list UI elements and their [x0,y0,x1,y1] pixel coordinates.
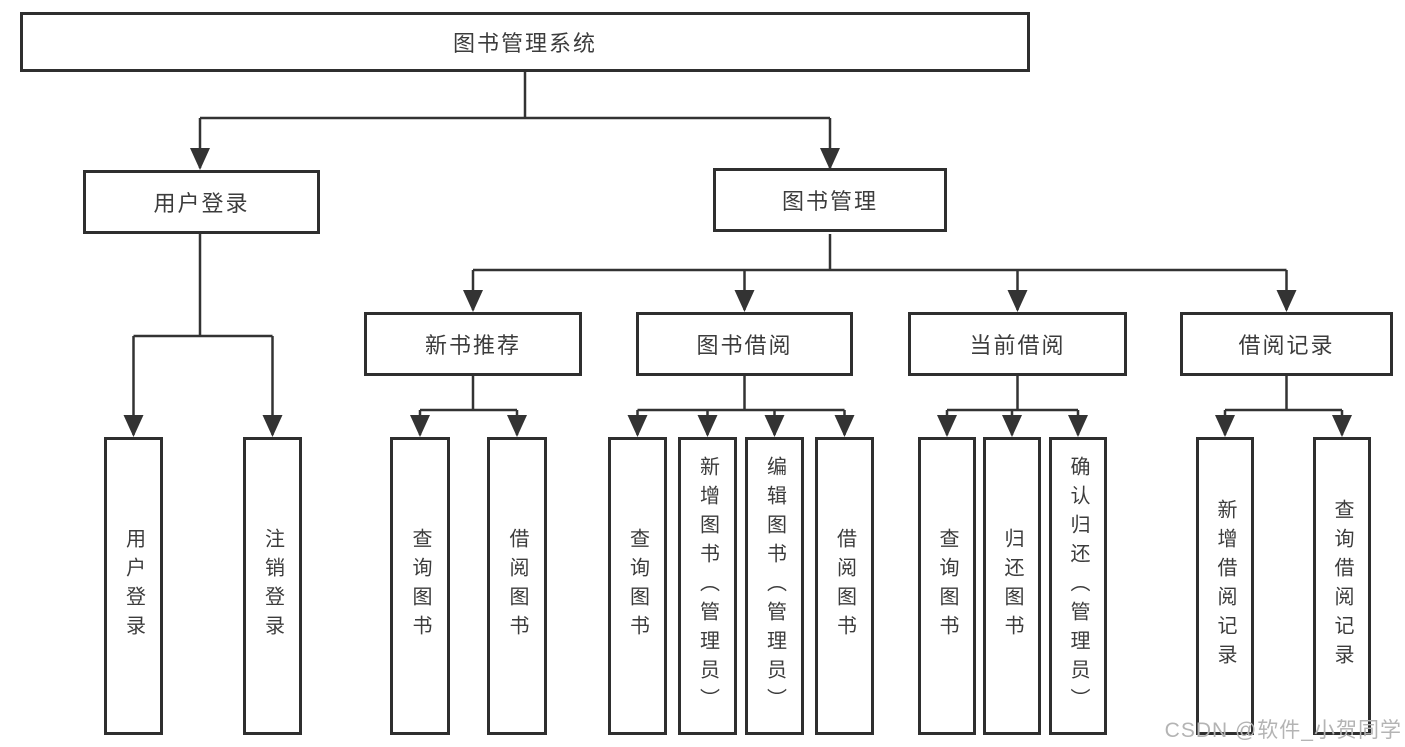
node-borrow-records-label: 借阅记录 [1238,333,1335,358]
leaf-add-borrow-record: 新增借阅记录 [1196,437,1254,735]
leaf-add-borrow-record-label: 新增借阅记录 [1214,499,1236,673]
node-book-management-label: 图书管理 [781,189,878,214]
leaf-borrow-books-recommend-label: 借阅图书 [506,528,528,644]
node-book-borrow-label: 图书借阅 [696,333,793,358]
node-borrow-records: 借阅记录 [1180,312,1393,376]
node-root: 图书管理系统 [20,12,1030,72]
leaf-query-books-current-label: 查询图书 [936,528,958,644]
leaf-borrow-books-borrow-label: 借阅图书 [833,528,856,644]
watermark: CSDN @软件_小贺同学 [1164,719,1402,742]
node-new-book-recommend: 新书推荐 [364,312,582,376]
connector-edges [132,72,1344,435]
leaf-add-book-admin: 新增图书（管理员） [678,437,737,735]
leaf-query-books-borrow-label: 查询图书 [626,528,649,644]
leaf-logout: 注销登录 [243,437,302,735]
node-book-management: 图书管理 [713,168,947,232]
leaf-edit-book-admin-label: 编辑图书（管理员） [763,455,786,717]
leaf-query-books-borrow: 查询图书 [608,437,667,735]
node-user-login: 用户登录 [83,170,320,234]
leaf-logout-label: 注销登录 [261,528,284,644]
leaf-confirm-return-admin-label: 确认归还（管理员） [1067,455,1089,717]
node-current-borrow-label: 当前借阅 [969,333,1066,358]
leaf-query-borrow-record-label: 查询借阅记录 [1331,499,1353,673]
node-new-book-recommend-label: 新书推荐 [424,333,521,358]
leaf-query-borrow-record: 查询借阅记录 [1313,437,1371,735]
leaf-user-login: 用户登录 [104,437,163,735]
node-current-borrow: 当前借阅 [908,312,1127,376]
arrowheads [123,148,1352,437]
leaf-add-book-admin-label: 新增图书（管理员） [696,455,719,717]
leaf-return-book-label: 归还图书 [1001,528,1023,644]
node-root-label: 图书管理系统 [452,31,597,56]
leaf-query-books-recommend: 查询图书 [390,437,450,735]
leaf-query-books-recommend-label: 查询图书 [409,528,431,644]
leaf-return-book: 归还图书 [983,437,1041,735]
node-book-borrow: 图书借阅 [636,312,853,376]
leaf-borrow-books-borrow: 借阅图书 [815,437,874,735]
leaf-edit-book-admin: 编辑图书（管理员） [745,437,804,735]
leaf-query-books-current: 查询图书 [918,437,976,735]
leaf-confirm-return-admin: 确认归还（管理员） [1049,437,1107,735]
leaf-user-login-label: 用户登录 [122,528,145,644]
leaf-borrow-books-recommend: 借阅图书 [487,437,547,735]
node-user-login-label: 用户登录 [153,191,250,216]
